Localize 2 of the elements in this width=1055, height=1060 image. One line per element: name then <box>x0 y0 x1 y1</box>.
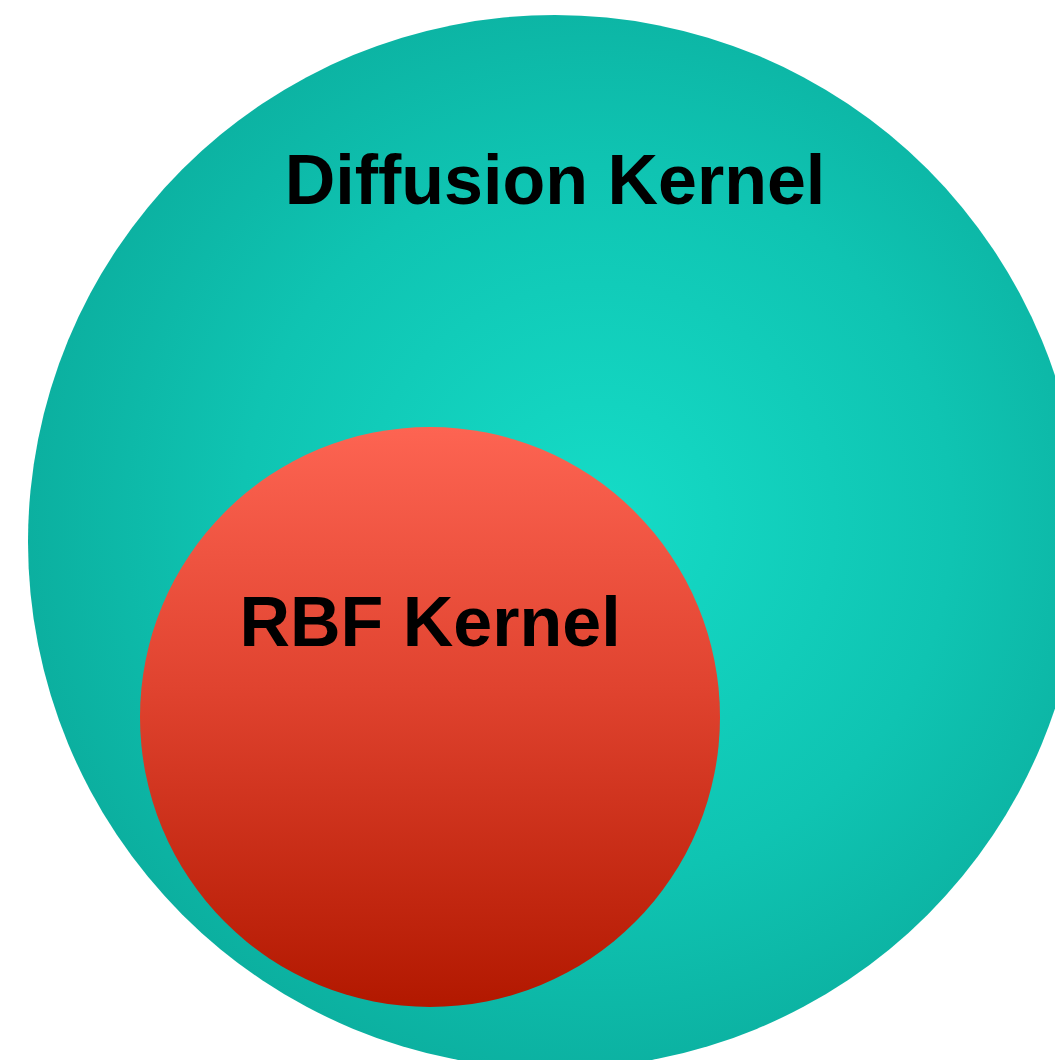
region-label: RBF Kernel <box>239 587 621 657</box>
region-label: Diffusion Kernel <box>284 145 826 215</box>
